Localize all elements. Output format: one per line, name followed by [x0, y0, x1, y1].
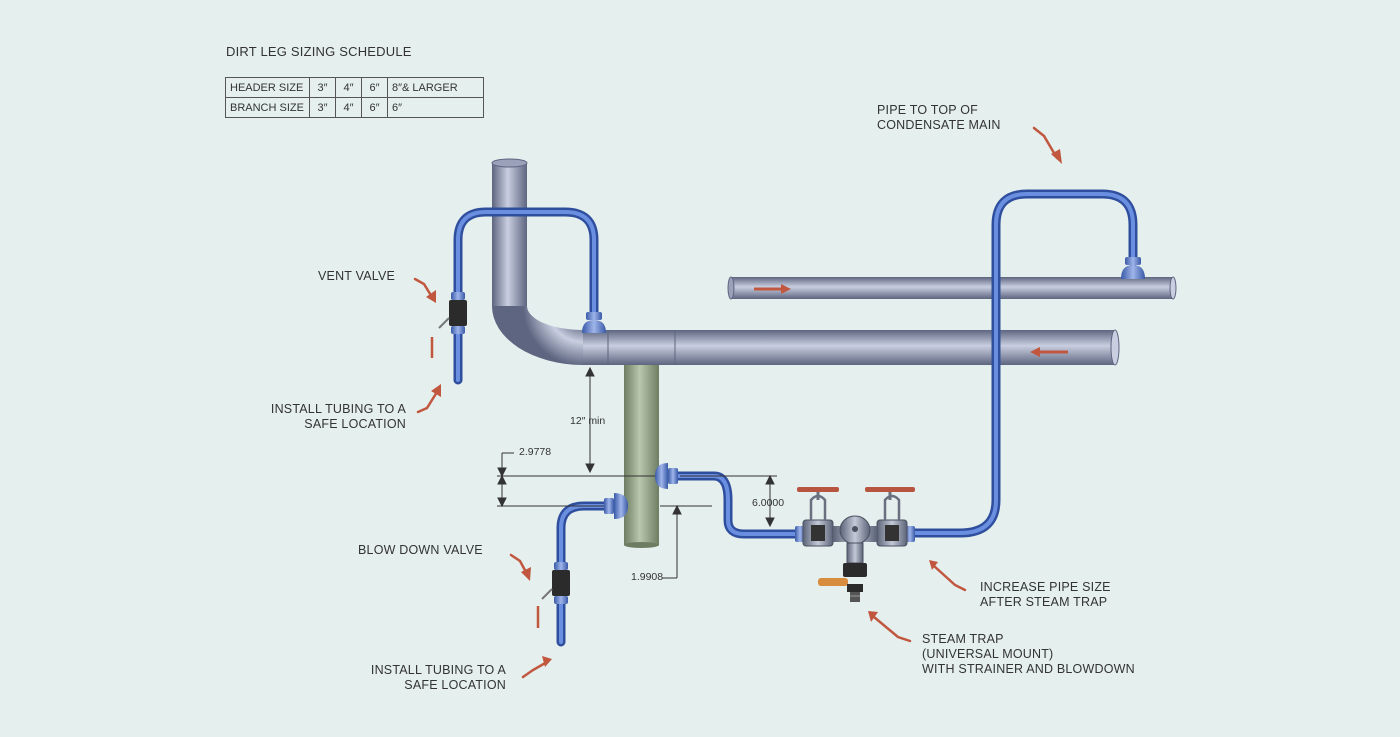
label-steam-trap: STEAM TRAP (UNIVERSAL MOUNT) WITH STRAIN… [922, 632, 1135, 677]
label-line: INSTALL TUBING TO A [270, 402, 406, 416]
dirt-leg-tap-upper [655, 463, 678, 489]
table-cell: 3″ [309, 97, 336, 118]
label-line: INSTALL TUBING TO A [370, 663, 506, 677]
sizing-schedule-table: HEADER SIZE 3″ 4″ 6″ 8″& LARGER BRANCH S… [225, 77, 484, 118]
dimension-1-9908: 1.9908 [631, 571, 664, 583]
return-tubing [908, 192, 1135, 535]
table-cell: 3″ [309, 77, 336, 98]
dirt-leg [624, 363, 659, 548]
dirt-leg-tap-lower [604, 493, 628, 519]
dimension-2-9778: 2.9778 [519, 446, 552, 458]
header-pipe [491, 158, 1120, 366]
label-install-tubing-lower: INSTALL TUBING TO A SAFE LOCATION [340, 663, 506, 693]
label-line: CONDENSATE MAIN [877, 118, 1001, 132]
main-top-fitting [1121, 257, 1145, 279]
dimension-12-min: 12″ min [570, 415, 606, 427]
label-vent-valve: VENT VALVE [318, 269, 396, 283]
flow-arrow-left [1030, 347, 1068, 357]
table-cell: 4″ [335, 97, 362, 118]
label-line: AFTER STEAM TRAP [980, 595, 1108, 609]
label-line: (UNIVERSAL MOUNT) [922, 647, 1054, 661]
label-blow-down-valve: BLOW DOWN VALVE [358, 543, 483, 557]
table-cell: 8″& LARGER [387, 77, 484, 98]
steam-trap-assembly [795, 487, 915, 602]
condensate-main [727, 276, 1177, 300]
label-line: SAFE LOCATION [304, 417, 406, 431]
table-cell: 6″ [387, 97, 484, 118]
table-cell: 6″ [361, 77, 388, 98]
vent-valve [430, 292, 467, 358]
trap-inlet-tubing [675, 474, 802, 536]
label-pipe-to-top: PIPE TO TOP OF CONDENSATE MAIN [877, 103, 1001, 133]
callout-arrows [413, 126, 1059, 679]
dimension-lines [497, 366, 777, 579]
table-row: HEADER SIZE 3″ 4″ 6″ 8″& LARGER [225, 77, 484, 98]
label-line: STEAM TRAP [922, 632, 1004, 646]
label-line: INCREASE PIPE SIZE [980, 580, 1111, 594]
vent-fitting [582, 312, 606, 333]
table-cell: 6″ [361, 97, 388, 118]
table-cell: 4″ [335, 77, 362, 98]
schedule-title: DIRT LEG SIZING SCHEDULE [226, 44, 412, 59]
row-label: HEADER SIZE [225, 77, 310, 98]
label-install-tubing-upper: INSTALL TUBING TO A SAFE LOCATION [240, 402, 406, 432]
blowdown-valve [536, 562, 570, 628]
flow-arrow-right [754, 284, 791, 294]
dimension-6-0000: 6.0000 [752, 497, 785, 509]
row-label: BRANCH SIZE [225, 97, 310, 118]
label-line: WITH STRAINER AND BLOWDOWN [922, 662, 1135, 676]
label-line: PIPE TO TOP OF [877, 103, 978, 117]
label-increase-pipe-size: INCREASE PIPE SIZE AFTER STEAM TRAP [980, 580, 1111, 610]
label-line: SAFE LOCATION [404, 678, 506, 692]
table-row: BRANCH SIZE 3″ 4″ 6″ 6″ [225, 97, 484, 118]
